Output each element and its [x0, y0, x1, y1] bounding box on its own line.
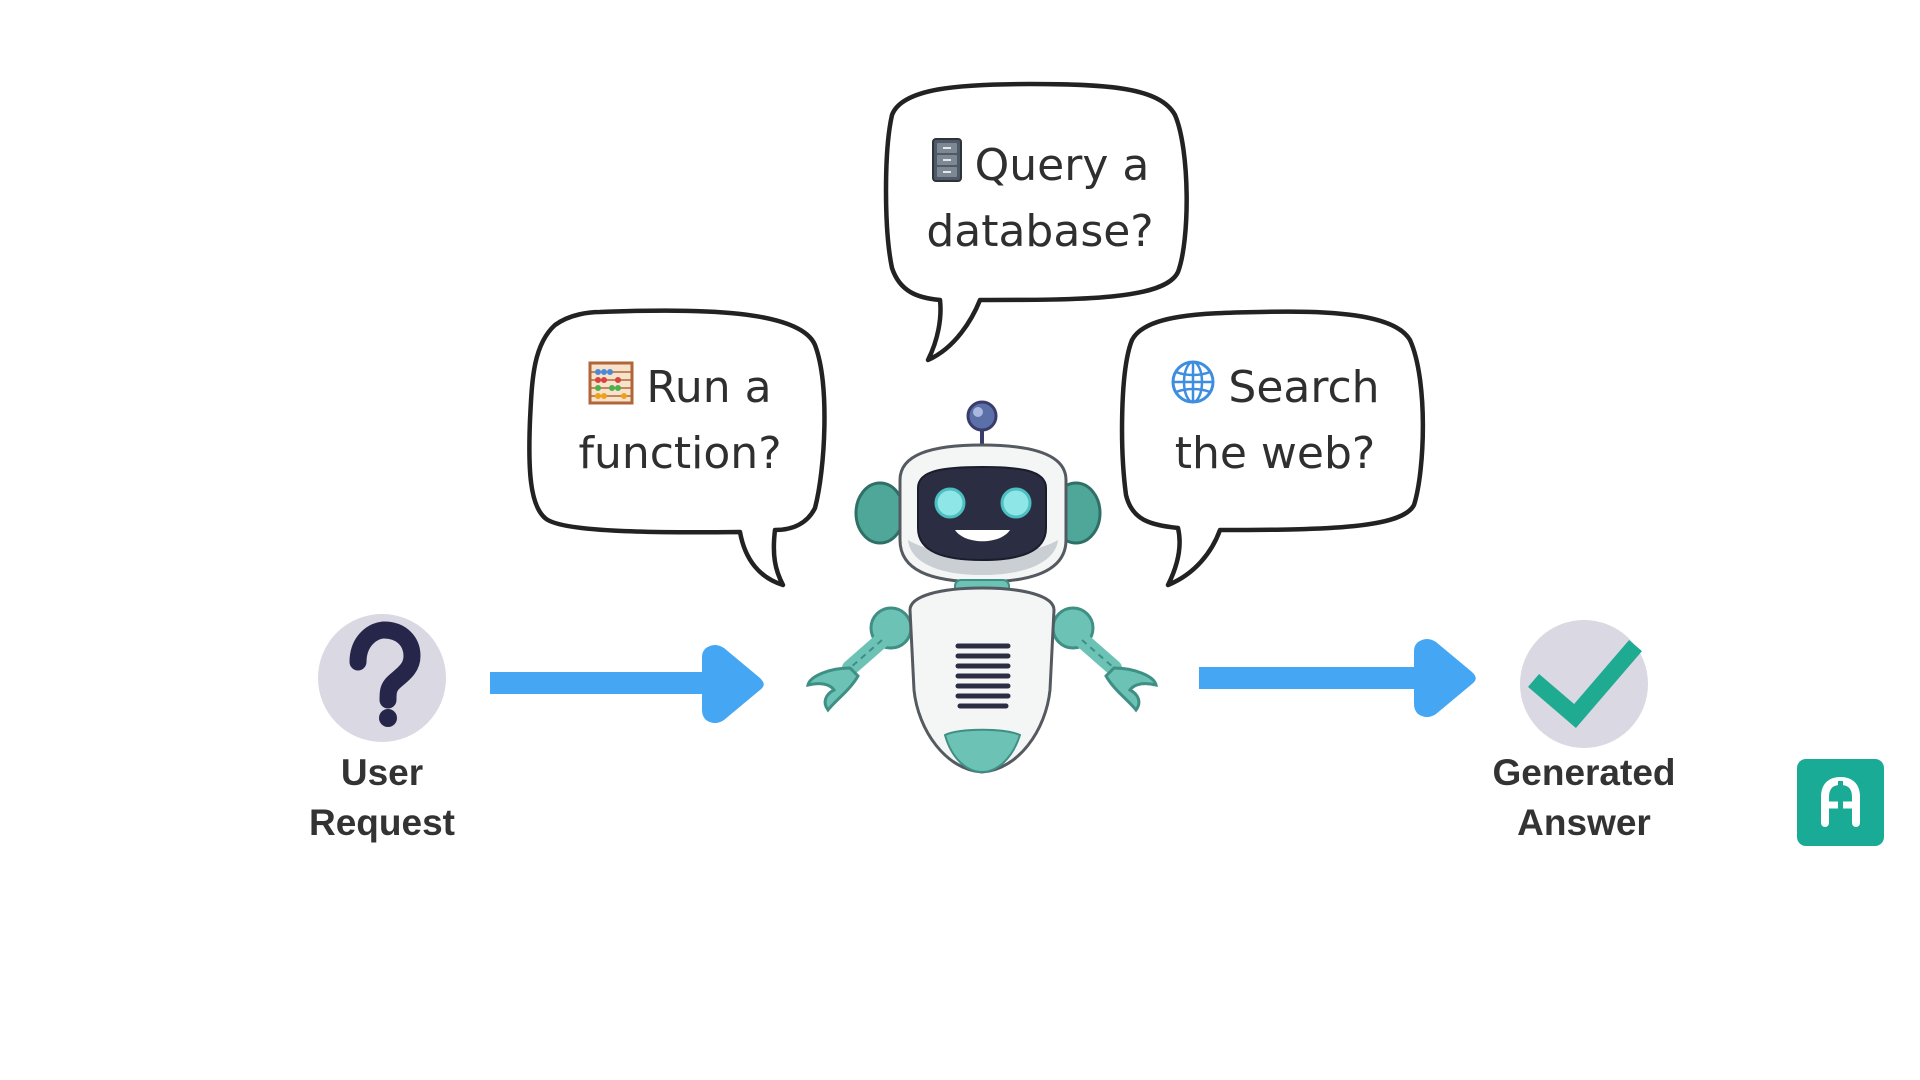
robot-icon — [806, 400, 1158, 774]
bubble-web-line1: Search — [1228, 362, 1380, 413]
bubble-database-text: Query a database? — [905, 134, 1175, 263]
arrow-request-to-agent — [490, 645, 764, 723]
brand-logo-icon — [1797, 759, 1884, 846]
abacus-icon — [588, 359, 634, 422]
answer-label-line1: Generated — [1492, 752, 1676, 793]
bubble-function-text: Run a function? — [555, 356, 805, 485]
request-label-line1: User — [340, 752, 424, 793]
bubble-database-line2: database? — [926, 205, 1154, 257]
bubble-database-line1: Query a — [974, 140, 1150, 191]
request-label-line2: Request — [309, 802, 455, 843]
answer-label: Generated Answer — [1464, 748, 1704, 848]
file-cabinet-icon — [931, 137, 963, 200]
checkmark-icon — [1528, 640, 1642, 728]
question-mark-icon — [349, 621, 421, 727]
arrow-agent-to-answer — [1199, 639, 1476, 717]
request-label: User Request — [282, 748, 482, 848]
globe-icon — [1170, 359, 1216, 422]
answer-label-line2: Answer — [1517, 802, 1651, 843]
bubble-web-text: Search the web? — [1145, 356, 1405, 485]
bubble-function-line1: Run a — [646, 362, 772, 413]
bubble-function-line2: function? — [578, 427, 782, 479]
answer-circle — [1520, 620, 1648, 748]
bubble-web-line2: the web? — [1174, 427, 1376, 479]
